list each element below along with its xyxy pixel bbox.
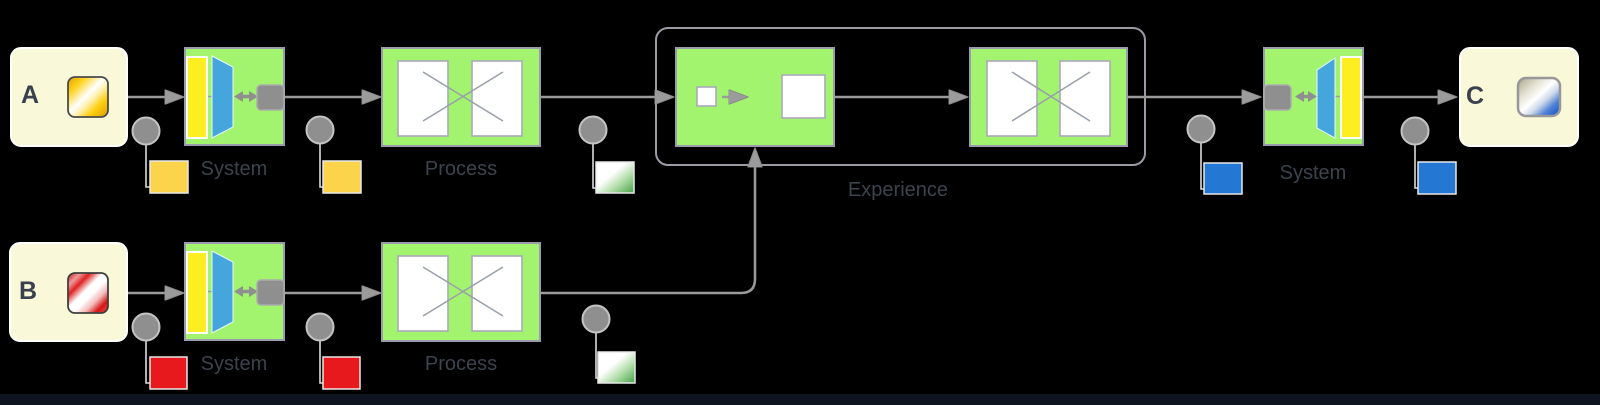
process-left-card [986, 60, 1038, 137]
junction-dot-icon[interactable] [1186, 114, 1216, 144]
sync-arrows-icon [234, 91, 258, 102]
swatch-red[interactable] [149, 356, 188, 390]
junction-dot-icon[interactable] [1400, 116, 1430, 146]
process-right-card [471, 255, 523, 332]
node-c[interactable]: C [1459, 47, 1579, 147]
node-a-label: A [21, 81, 39, 109]
cross-line-icon [1011, 71, 1091, 122]
system-yellow-bar-icon [186, 56, 208, 139]
process-box-top[interactable] [381, 47, 541, 147]
junction-dot-icon[interactable] [305, 115, 335, 145]
system-box-top[interactable] [184, 47, 285, 146]
cross-line-icon [422, 71, 504, 122]
swatch-red[interactable] [322, 356, 361, 390]
node-b-label: B [19, 277, 37, 305]
system-box-right[interactable] [1263, 47, 1364, 146]
connector-process-bottom-to-experience[interactable] [539, 150, 755, 295]
swatch-blue[interactable] [1203, 162, 1243, 195]
red-square-icon [67, 272, 109, 314]
swatch-blue[interactable] [1417, 161, 1457, 195]
system-funnel-icon [211, 55, 234, 139]
system-right-label: System [1280, 162, 1347, 184]
junction-dot-icon[interactable] [578, 115, 608, 145]
process-bottom-label: Process [425, 353, 497, 375]
swatch-green-gradient[interactable] [595, 161, 635, 194]
swatch-stub [1200, 142, 1204, 190]
system-yellow-bar-icon [1340, 56, 1362, 139]
process-top-label: Process [425, 158, 497, 180]
node-c-label: C [1466, 82, 1484, 110]
node-a[interactable]: A [10, 47, 128, 147]
cross-line-icon [422, 266, 504, 317]
small-square-icon [696, 86, 717, 107]
experience-transform-box[interactable] [675, 47, 835, 147]
system-funnel-icon [1316, 57, 1336, 139]
swatch-stub [319, 340, 323, 384]
junction-dot-icon[interactable] [581, 304, 611, 334]
swatch-green-gradient[interactable] [597, 351, 636, 384]
swatch-stub [145, 144, 150, 188]
node-b[interactable]: B [9, 242, 128, 342]
swatch-stub [1414, 144, 1418, 189]
process-box-bottom[interactable] [381, 242, 541, 342]
system-box-bottom[interactable] [184, 242, 285, 341]
system-module-icon [256, 84, 285, 111]
canvas-edge [0, 394, 1600, 405]
sync-arrows-icon [1295, 91, 1317, 102]
process-left-card [397, 255, 449, 332]
process-right-card [471, 60, 523, 137]
system-yellow-bar-icon [186, 251, 208, 334]
system-funnel-icon [211, 250, 234, 334]
swatch-yellow[interactable] [149, 160, 189, 194]
swatch-stub [145, 340, 150, 384]
system-bottom-label: System [201, 353, 268, 375]
system-module-icon [1263, 84, 1292, 111]
process-right-card [1059, 60, 1111, 137]
system-top-label: System [201, 158, 268, 180]
junction-dot-icon[interactable] [305, 312, 335, 342]
junction-dot-icon[interactable] [131, 116, 161, 146]
experience-label: Experience [848, 179, 948, 201]
sync-arrows-icon [234, 286, 258, 297]
junction-dot-icon[interactable] [131, 312, 161, 342]
large-square-icon [781, 74, 826, 119]
swatch-stub [319, 143, 323, 188]
blue-square-icon [1516, 76, 1562, 118]
experience-process-box[interactable] [969, 47, 1128, 147]
gold-square-icon [67, 76, 109, 118]
swatch-yellow[interactable] [322, 160, 362, 194]
process-left-card [397, 60, 449, 137]
swatch-stub [592, 143, 596, 189]
system-module-icon [256, 279, 285, 306]
